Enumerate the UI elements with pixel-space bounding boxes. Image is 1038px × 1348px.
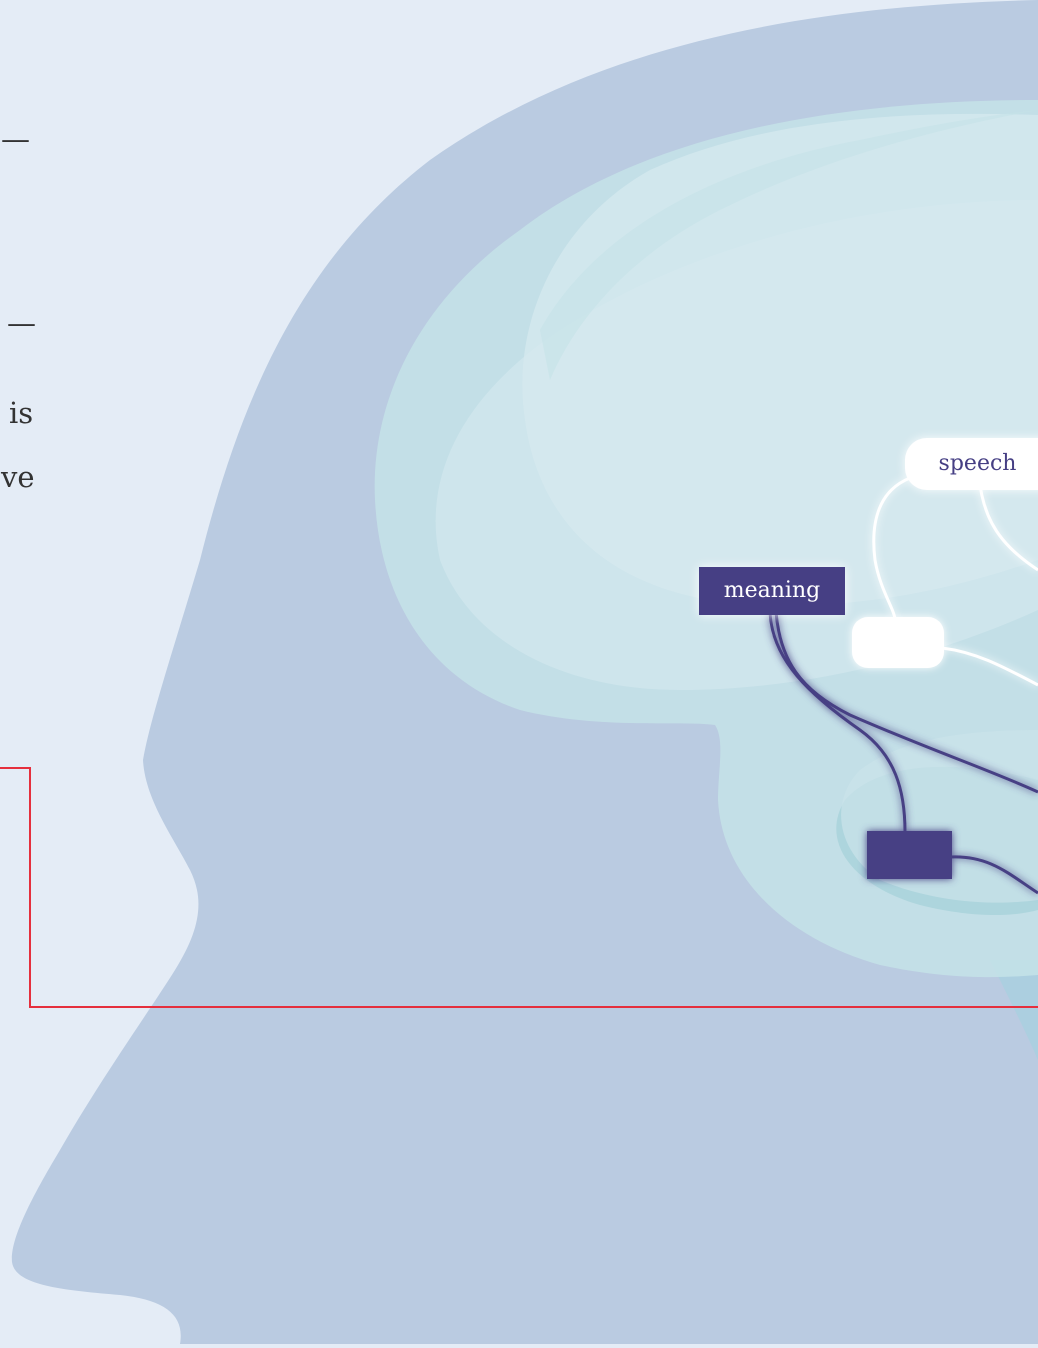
blank-white-node: [852, 617, 944, 668]
blank-purple-node: [867, 831, 952, 879]
speech-label: speech: [905, 438, 1038, 490]
white-connectors: [872, 476, 1038, 687]
brainstem-region: [990, 960, 1038, 1060]
red-guide-line: [0, 767, 1038, 1008]
text-fragment-dash-1: —: [1, 122, 30, 156]
text-fragment-dash-2: —: [7, 306, 36, 340]
meaning-label: meaning: [699, 567, 845, 615]
brain-region: [374, 100, 1038, 978]
purple-connectors: [768, 611, 1038, 895]
text-fragment-ve: ve: [1, 460, 35, 494]
text-fragment-is: is: [9, 396, 34, 430]
